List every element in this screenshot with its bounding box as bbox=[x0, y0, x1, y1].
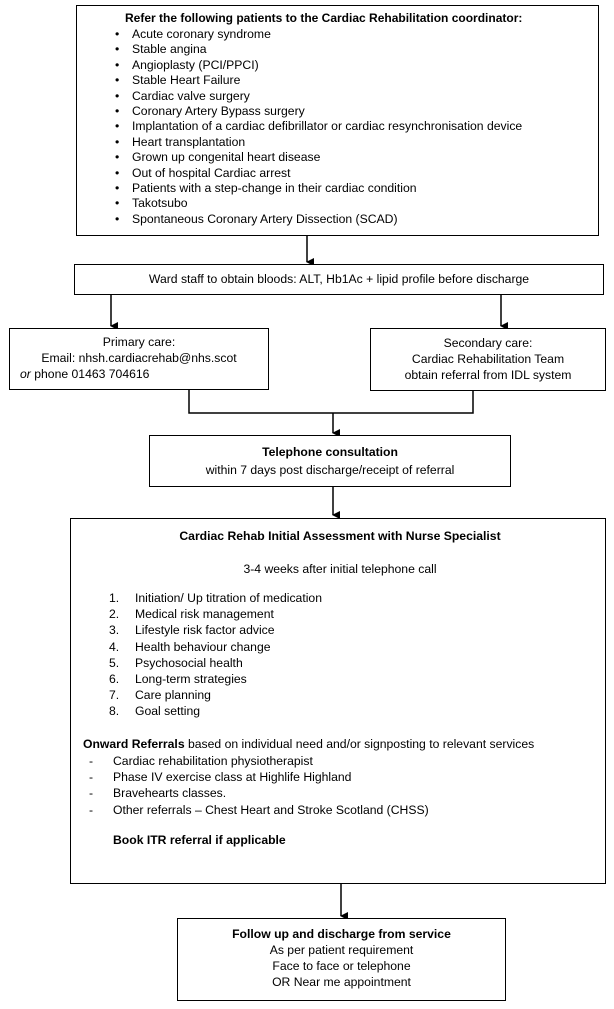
list-item: 5.Psychosocial health bbox=[109, 655, 243, 670]
list-item: Bravehearts classes. bbox=[83, 785, 597, 802]
list-item: Acute coronary syndrome bbox=[109, 27, 590, 43]
list-item: Phase IV exercise class at Highlife High… bbox=[83, 769, 597, 786]
list-item: Takotsubo bbox=[109, 196, 590, 212]
telephone-consultation-title: Telephone consultation bbox=[262, 445, 398, 459]
secondary-care-line1: Cardiac Rehabilitation Team bbox=[411, 352, 565, 366]
list-item: Spontaneous Coronary Artery Dissection (… bbox=[109, 212, 590, 228]
list-item: Stable Heart Failure bbox=[109, 73, 590, 89]
primary-care-phone: phone 01463 704616 bbox=[30, 367, 150, 381]
primary-care-email: Email: nhsh.cardiacrehab@nhs.scot bbox=[41, 351, 237, 365]
telephone-consultation-box: Telephone consultation within 7 days pos… bbox=[149, 435, 511, 487]
secondary-care-title: Secondary care: bbox=[443, 336, 533, 350]
list-item: Out of hospital Cardiac arrest bbox=[109, 166, 590, 182]
follow-up-line: As per patient requirement bbox=[269, 943, 414, 957]
list-item: 7.Care planning bbox=[109, 688, 211, 703]
list-item: 2.Medical risk management bbox=[109, 607, 274, 622]
list-item: Cardiac rehabilitation physiotherapist bbox=[83, 753, 597, 770]
list-item: Angioplasty (PCI/PPCI) bbox=[109, 58, 590, 74]
onward-referrals-heading: Onward Referrals based on individual nee… bbox=[83, 737, 597, 752]
secondary-care-box: Secondary care: Cardiac Rehabilitation T… bbox=[370, 328, 606, 391]
list-item: Implantation of a cardiac defibrillator … bbox=[109, 119, 590, 135]
assessment-title: Cardiac Rehab Initial Assessment with Nu… bbox=[179, 529, 501, 543]
list-item: Other referrals – Chest Heart and Stroke… bbox=[83, 802, 597, 819]
list-item: Patients with a step-change in their car… bbox=[109, 181, 590, 197]
list-item: Grown up congenital heart disease bbox=[109, 150, 590, 166]
list-item: Heart transplantation bbox=[109, 135, 590, 151]
follow-up-line: Face to face or telephone bbox=[272, 959, 411, 973]
primary-care-box: Primary care: Email: nhsh.cardiacrehab@n… bbox=[9, 328, 269, 390]
referral-criteria-box: Refer the following patients to the Card… bbox=[76, 5, 599, 236]
list-item: Cardiac valve surgery bbox=[109, 89, 590, 105]
join-primary-secondary bbox=[188, 389, 474, 414]
list-item: 1.Initiation/ Up titration of medication bbox=[109, 591, 322, 605]
primary-care-or: or bbox=[20, 367, 31, 381]
primary-care-title: Primary care: bbox=[102, 335, 176, 349]
referral-criteria-list: Acute coronary syndrome Stable angina An… bbox=[109, 27, 590, 228]
list-item: 3.Lifestyle risk factor advice bbox=[109, 623, 275, 638]
onward-referrals-bold: Onward Referrals bbox=[83, 736, 185, 751]
follow-up-box: Follow up and discharge from service As … bbox=[177, 918, 506, 1001]
onward-referrals-rest: based on individual need and/or signpost… bbox=[184, 736, 535, 751]
list-item: 6.Long-term strategies bbox=[109, 672, 247, 687]
list-item: Coronary Artery Bypass surgery bbox=[109, 104, 590, 120]
ward-bloods-box: Ward staff to obtain bloods: ALT, Hb1Ac … bbox=[74, 264, 604, 295]
list-item: 8.Goal setting bbox=[109, 704, 201, 719]
list-item: 4.Health behaviour change bbox=[109, 639, 271, 654]
primary-care-phone-line: or phone 01463 704616 bbox=[10, 366, 268, 382]
ward-bloods-text: Ward staff to obtain bloods: ALT, Hb1Ac … bbox=[148, 272, 530, 286]
itr-referral-note: Book ITR referral if applicable bbox=[113, 833, 286, 848]
referral-criteria-title: Refer the following patients to the Card… bbox=[125, 11, 523, 25]
assessment-steps: 1.Initiation/ Up titration of medication… bbox=[83, 590, 597, 720]
follow-up-line: OR Near me appointment bbox=[272, 975, 411, 989]
follow-up-title: Follow up and discharge from service bbox=[232, 927, 451, 941]
onward-referrals-list: Cardiac rehabilitation physiotherapist P… bbox=[83, 753, 597, 819]
list-item: Stable angina bbox=[109, 42, 590, 58]
assessment-timing: 3-4 weeks after initial telephone call bbox=[243, 562, 437, 576]
secondary-care-line2: obtain referral from IDL system bbox=[404, 368, 572, 382]
telephone-consultation-sub: within 7 days post discharge/receipt of … bbox=[205, 463, 455, 477]
initial-assessment-box: Cardiac Rehab Initial Assessment with Nu… bbox=[70, 518, 606, 884]
